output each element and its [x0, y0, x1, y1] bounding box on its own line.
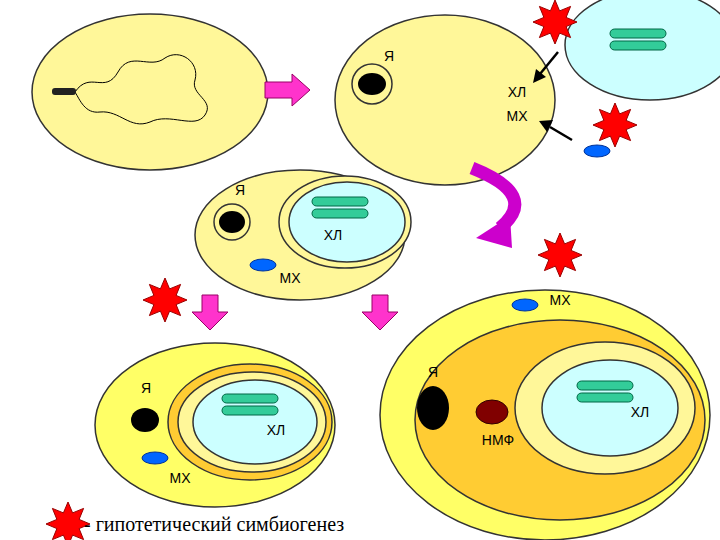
organelle-label: МХ: [507, 108, 528, 124]
process-arrow: [265, 74, 310, 106]
dna-loop: [75, 55, 207, 124]
organelle-label: ХЛ: [267, 422, 286, 438]
organelle-label: МХ: [550, 292, 571, 308]
organelle-label: ХЛ: [324, 227, 343, 243]
organelle-label: НМФ: [482, 432, 514, 448]
organelle-label: Я: [384, 48, 394, 64]
organelle-label: ХЛ: [508, 84, 527, 100]
eukaryote-cell: [95, 343, 335, 507]
eukaryote-cell: [335, 15, 555, 185]
eukaryote-cell: [380, 290, 710, 540]
organelle-label: МХ: [280, 270, 301, 286]
organelle-label: МХ: [170, 470, 191, 486]
alga-cell: [565, 0, 720, 100]
membrane-attachment: [52, 88, 76, 95]
organelle-label: Я: [141, 380, 151, 396]
legend-text: - гипотетический симбиогенез: [84, 512, 344, 536]
organelle-label: ХЛ: [631, 404, 650, 420]
organelle-label: Я: [235, 182, 245, 198]
organelle-label: Я: [428, 364, 438, 380]
prokaryote-cell: [32, 14, 268, 170]
legend-star: [46, 502, 90, 540]
